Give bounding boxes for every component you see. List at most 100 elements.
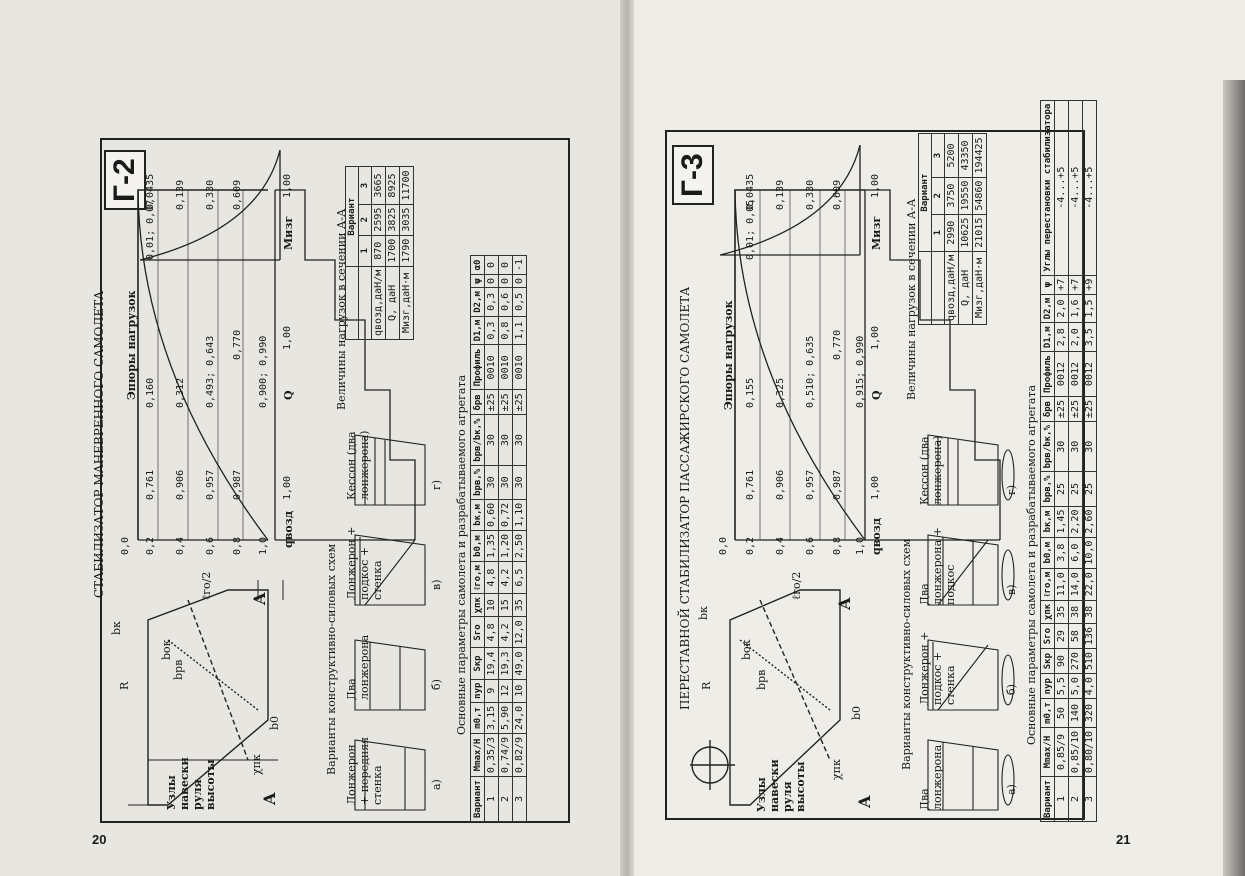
table-cell: 19,3: [498, 647, 513, 680]
params-header-cell: Вариант: [470, 776, 485, 822]
params-header-cell: ψ: [1040, 275, 1055, 295]
left-geom-chi: χпк: [250, 754, 263, 775]
right-tick-0: 0,0: [718, 536, 729, 555]
left-q-1: 0,312: [175, 377, 186, 408]
table-cell: 1,20: [498, 530, 513, 562]
th-variant: Вариант: [918, 133, 932, 252]
params-header-cell: Профиль: [470, 344, 485, 390]
params-header-cell: χпк: [470, 593, 485, 617]
table-cell: 5,90: [498, 702, 513, 734]
right-tick-1: 0,2: [745, 536, 756, 555]
table-cell: 25: [1054, 471, 1069, 507]
params-header-cell: Sго: [1040, 623, 1055, 649]
left-q-4: 0,900; 0,990: [258, 335, 269, 408]
params-header-cell: bрв/bк,%: [470, 414, 485, 466]
table-cell: 3,8: [1054, 537, 1069, 569]
table-cell: 10,0: [1082, 537, 1097, 569]
table-cell: ±25: [1082, 396, 1097, 422]
table-cell: 30: [484, 465, 499, 500]
left-page-number: 20: [92, 832, 107, 847]
right-geom-A1: A: [855, 795, 874, 808]
left-variant-b-key: б): [430, 679, 443, 690]
table-cell: 1: [1054, 776, 1069, 822]
left-m-0: 0,0435: [145, 173, 156, 210]
params-header-cell: Sкр: [470, 647, 485, 680]
table-cell: -4...+5: [1082, 100, 1097, 276]
table-cell: ±25: [512, 389, 527, 415]
table-cell: 320: [1082, 698, 1097, 728]
table-cell: 50: [1054, 698, 1069, 728]
th-col: 3: [358, 166, 372, 205]
table-cell: ±25: [1054, 396, 1069, 422]
right-moment-epure: [720, 145, 861, 256]
right-m-4: 1,00: [870, 173, 881, 198]
params-header-cell: m0,т: [1040, 698, 1055, 728]
table-cell: 0,72: [498, 499, 513, 531]
table-cell: 10: [484, 593, 499, 617]
table-cell: 0012: [1054, 351, 1069, 397]
left-variant-c-label: Лонжерон + подкос + стенка: [345, 526, 384, 600]
table-cell: 10: [512, 679, 527, 703]
params-header-cell: D1,м: [1040, 322, 1055, 352]
table-cell: 11,0: [1054, 568, 1069, 601]
table-cell: 0: [512, 274, 527, 288]
table-cell: 2: [498, 776, 513, 822]
table-cell: 0: [498, 255, 513, 275]
left-qair-3: 0,987: [232, 469, 243, 500]
right-page-number: 21: [1116, 832, 1131, 847]
table-cell: 5,5: [1054, 673, 1069, 699]
table-cell: ±25: [498, 389, 513, 415]
right-q-2: 0,510; 0,635: [805, 335, 816, 408]
left-page: [0, 0, 625, 876]
book-spine: [620, 0, 634, 876]
table-cell: 0012: [1068, 351, 1083, 397]
table-cell: 30: [1068, 421, 1083, 472]
table-cell: 1,1: [512, 316, 527, 345]
right-params-title: Основные параметры самолета и разрабатыв…: [1025, 384, 1038, 745]
table-cell: 140: [1068, 698, 1083, 728]
params-header-cell: δрв: [470, 389, 485, 415]
left-variant-a-label: Лонжерон + передняя стенка: [345, 736, 384, 805]
right-m-3: 0,609: [832, 179, 843, 210]
th-col: 2: [931, 177, 945, 215]
table-cell: +7: [1054, 275, 1069, 295]
table-row: Mизг,даН·м 21015 54860 194425: [972, 133, 987, 325]
table-cell: ±25: [484, 389, 499, 415]
left-tick-1: 0,2: [145, 536, 156, 555]
right-loads-table: Вариант 1 2 3 qвозд,даН/м 2990 3750 5200…: [918, 133, 987, 325]
params-header-cell: δрв: [1040, 396, 1055, 422]
table-cell: 0: [484, 274, 499, 288]
left-m-3: 0,609: [232, 179, 243, 210]
table-cell: 6,0: [1068, 537, 1083, 569]
right-q-5: 1,00: [870, 325, 881, 350]
params-header-cell: Вариант: [1040, 776, 1055, 822]
left-hinge-label: Узлы навески руля высоты: [165, 757, 217, 810]
right-page: [625, 0, 1245, 876]
left-planform-diagram: [128, 580, 284, 806]
right-m-2: 0,330: [805, 179, 816, 210]
left-axis-qair: qвозд: [282, 510, 295, 548]
table-cell: 1,45: [1054, 506, 1069, 538]
right-load-epure: [734, 189, 866, 541]
th-col: 3: [931, 133, 945, 178]
table-cell: 0,6: [498, 287, 513, 317]
table-row: qвозд,даН/м 870 2595 3665: [371, 166, 386, 340]
table-cell: 4,2: [498, 561, 513, 594]
left-loads-table-wrap: Вариант 1 2 3 qвозд,даН/м 870 2595 3665 …: [345, 166, 414, 340]
table-cell: 2,0: [1054, 294, 1069, 323]
left-axis-q: Q: [282, 390, 295, 400]
right-tick-4: 0,8: [832, 536, 843, 555]
table-cell: 0,80/10: [1082, 727, 1097, 777]
table-cell: 12,0: [512, 616, 527, 648]
table-cell: 0,35/3: [484, 733, 499, 777]
params-header-cell: Mmax/H: [1040, 727, 1055, 777]
left-geom-R: R: [118, 681, 131, 690]
table-cell: 14,0: [1068, 568, 1083, 601]
right-geom-lgo: ℓго/2: [790, 571, 803, 600]
table-cell: +9: [1082, 275, 1097, 295]
table-cell: 29: [1054, 623, 1069, 649]
